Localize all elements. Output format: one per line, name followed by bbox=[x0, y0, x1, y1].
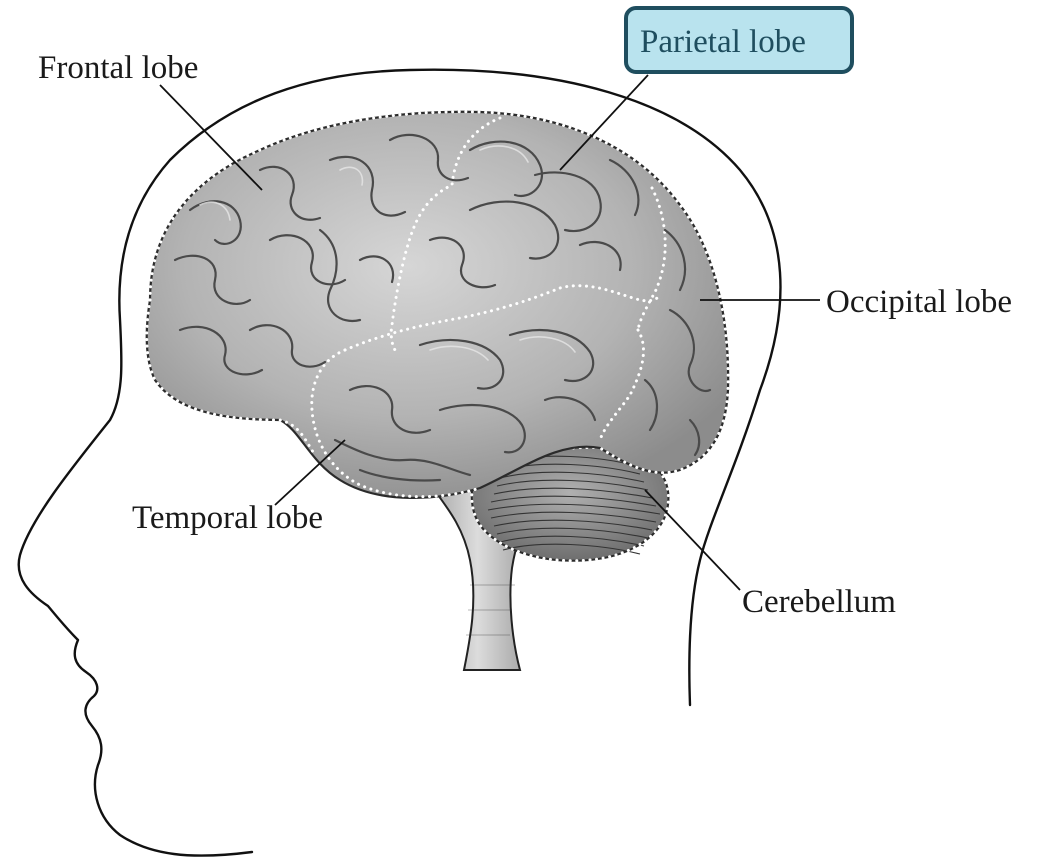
occipital-lobe-label: Occipital lobe bbox=[826, 284, 1012, 320]
cerebellum-leader bbox=[645, 490, 740, 590]
frontal-leader bbox=[160, 85, 262, 190]
frontal-lobe-label: Frontal lobe bbox=[38, 50, 198, 86]
cerebellum-label: Cerebellum bbox=[742, 584, 896, 620]
parietal-lobe-label: Parietal lobe bbox=[640, 24, 806, 60]
temporal-lobe-label: Temporal lobe bbox=[132, 500, 323, 536]
